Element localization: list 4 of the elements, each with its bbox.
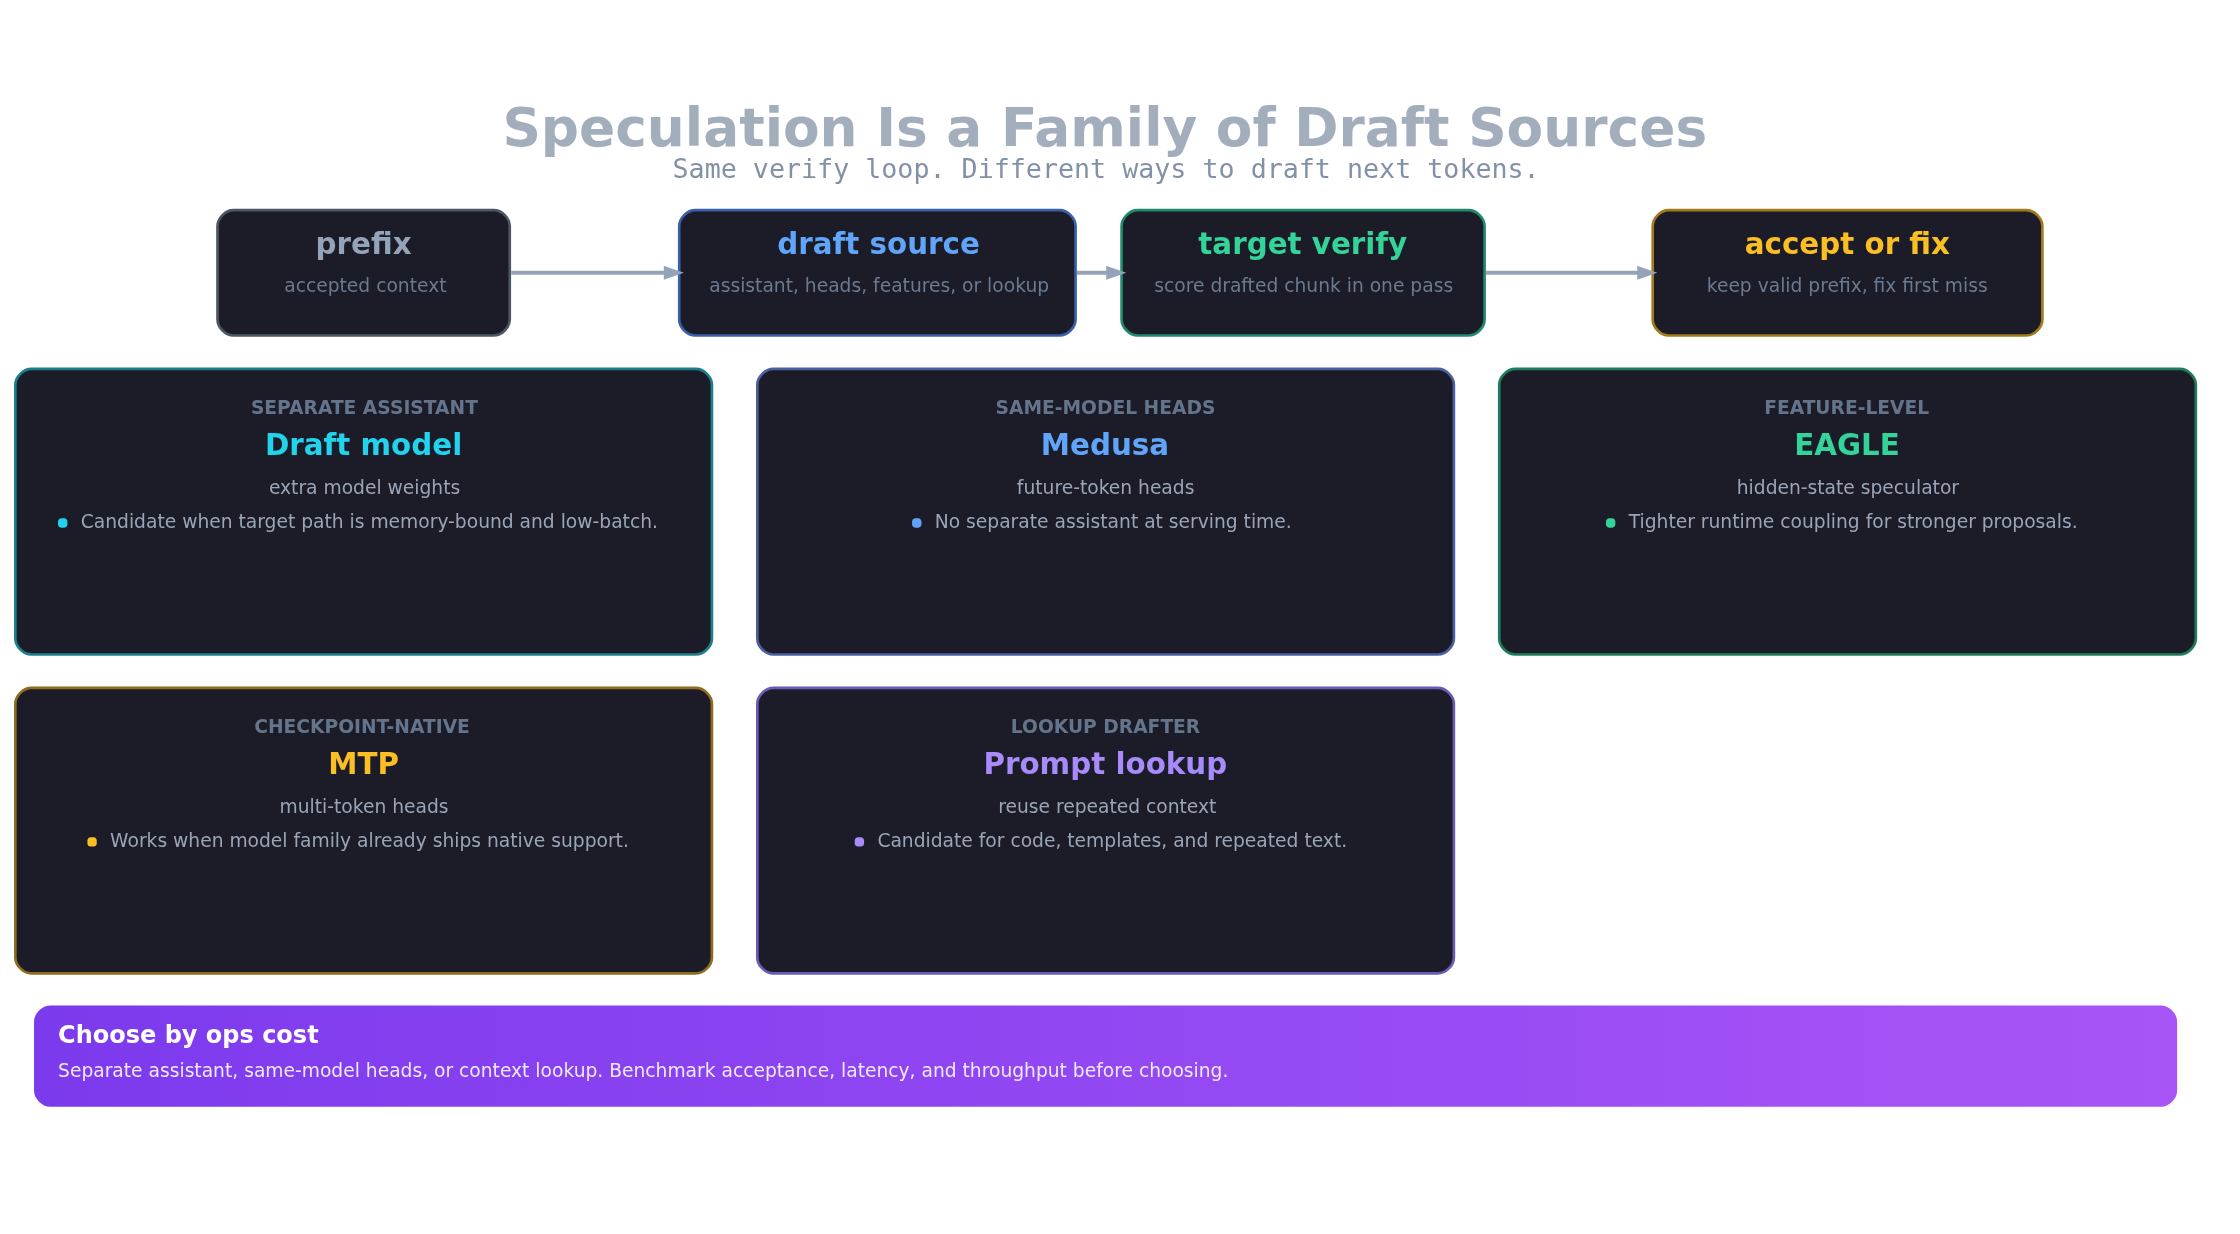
arrow	[511, 265, 684, 280]
node-box: Choose by ops cost Separate assistant, same-model heads, or context lookup. Benchmark acceptance, latency, and throughput before choosing.	[34, 1004, 2178, 1107]
arrow	[1486, 265, 1658, 280]
arrow	[1076, 265, 1127, 280]
